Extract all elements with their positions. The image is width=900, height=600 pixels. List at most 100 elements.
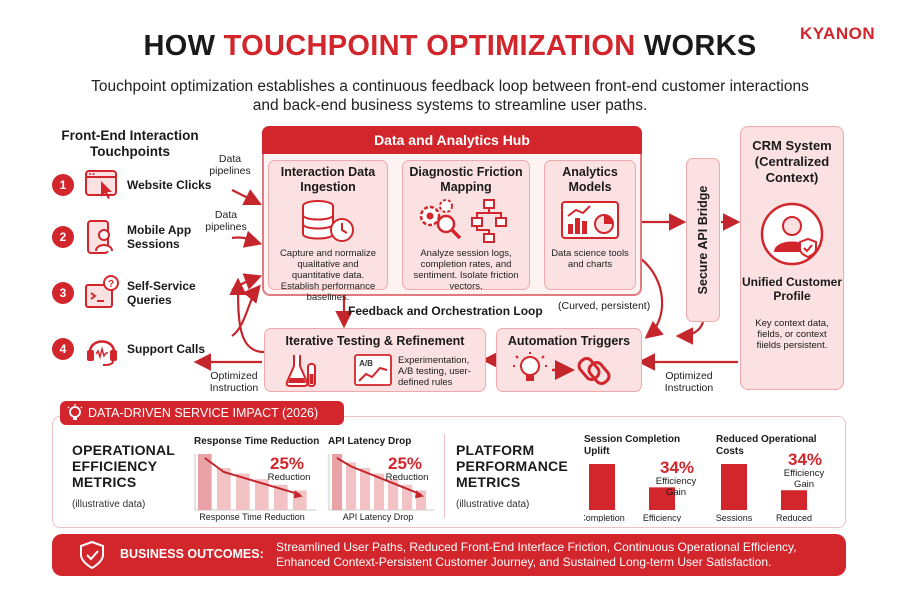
analytics-hub-title: Data and Analytics Hub [262, 126, 642, 154]
section-divider [444, 434, 445, 518]
arrow-website-to-hub [231, 189, 262, 205]
intro-text: Touchpoint optimization establishes a co… [91, 78, 809, 114]
headset-icon [87, 340, 117, 366]
impact-heading: DATA-DRIVEN SERVICE IMPACT (2026) [60, 401, 344, 425]
chart-bar [589, 464, 615, 510]
touchpoint-support-calls: 4 Support Calls [52, 328, 232, 370]
touchpoint-label: Support Calls [127, 342, 206, 356]
customer-profile-icon [760, 202, 824, 266]
arrow-models-to-automation [639, 257, 664, 339]
business-outcomes-text: Streamlined User Paths, Reduced Front-En… [276, 540, 797, 569]
arrow-bridge-to-automation [675, 321, 705, 345]
chart-bar [217, 468, 231, 510]
chart-annotation-value: 25% [270, 454, 305, 473]
crm-description: Key context data, fields, or context fii… [755, 318, 829, 351]
question-terminal-icon: ? [85, 275, 119, 308]
card-friction-mapping [402, 160, 530, 290]
automation-title: Automation Triggers [507, 334, 631, 348]
chart-bar [360, 468, 371, 510]
arrow-queries-to-hub [231, 273, 263, 291]
shield-check-icon [80, 540, 104, 570]
card-data-ingestion [268, 160, 388, 290]
touchpoint-website-clicks: 1 Website Clicks [52, 164, 232, 206]
title-part-3: WORKS [635, 30, 757, 62]
chart-annotation-value: 34% [788, 450, 823, 469]
platform-metrics-title: PLATFORM PERFORMANCE METRICS [456, 442, 568, 490]
bulb-link-icon [513, 352, 611, 385]
touchpoint-number: 1 [52, 174, 74, 196]
chart-bar [332, 454, 343, 510]
touchpoint-number: 4 [52, 338, 74, 360]
chart-category-label: Efficiency [643, 513, 682, 522]
chart-annotation-label: Efficiency Gain [655, 476, 697, 498]
kyanon-logo: KYANON [800, 24, 876, 43]
crm-subtitle: Unified Customer Profile [741, 275, 842, 303]
dashboard-icon [561, 201, 619, 239]
svg-text:?: ? [108, 279, 114, 290]
card-desc: Data science tools and charts [551, 248, 629, 270]
chart-bar [374, 473, 385, 510]
chart-title: Reduced Operational Costs [716, 434, 817, 457]
chart-bar [649, 487, 675, 510]
chart-bar [416, 490, 427, 510]
optimized-instruction-right: Optimized Instruction [664, 370, 714, 394]
chart-bar [346, 462, 357, 510]
feedback-loop-label: Feedback and Orchestration Loop [348, 304, 543, 318]
testing-title: Iterative Testing & Refinement [285, 334, 465, 348]
card-title: Analytics Models [562, 165, 618, 194]
chart-caption: API Latency Drop [342, 512, 414, 522]
session-completion-chart: CompletionEfficiency [584, 464, 682, 522]
ab-chart-icon: A/B [354, 354, 392, 386]
optimized-instruction-left: Optimized Instruction [209, 370, 259, 394]
chart-bar [781, 490, 807, 510]
pipeline-label-1: Data pipelines [209, 153, 251, 177]
chart-title: API Latency Drop [328, 436, 412, 447]
lightbulb-icon [67, 404, 83, 420]
card-title: Interaction Data Ingestion [280, 165, 376, 194]
chart-annotation-label: Reduction [267, 472, 311, 483]
touchpoint-label: Website Clicks [127, 178, 212, 192]
browser-cursor-icon [85, 170, 117, 199]
chart-bar [274, 484, 288, 510]
database-clock-icon [302, 200, 354, 242]
touchpoint-label: Self-Service Queries [127, 279, 196, 307]
chart-annotation-value: 25% [388, 454, 423, 473]
pipeline-label-2: Data pipelines [205, 209, 247, 233]
page-title: HOW TOUCHPOINT OPTIMIZATION WORKS [0, 30, 900, 63]
chart-trend-line [204, 457, 301, 496]
arrow-loop-to-hub [229, 277, 265, 354]
crm-title: CRM System (Centralized Context) [752, 138, 832, 185]
operational-metrics-sub: (illustrative data) [72, 499, 146, 510]
chart-annotation-label: Reduction [385, 472, 429, 483]
chart-trend-line [336, 457, 422, 496]
business-outcomes-label: BUSINESS OUTCOMES: [120, 547, 264, 561]
touchpoint-number: 2 [52, 226, 74, 248]
touchpoint-self-service: 3 ? Self-Service Queries [52, 272, 232, 314]
card-desc: Analyze session logs, completion rates, … [413, 248, 519, 292]
touchpoint-mobile-app: 2 Mobile App Sessions [52, 216, 232, 258]
gears-flowchart-icon [419, 199, 507, 243]
ab-test-label: A/B [359, 359, 373, 368]
title-part-1: HOW [143, 30, 224, 62]
testing-desc: Experimentation, A/B testing, user-defin… [398, 355, 471, 388]
chart-bar [388, 479, 399, 510]
impact-section [52, 416, 846, 528]
feedback-loop-note: (Curved, persistent) [558, 300, 651, 312]
response-time-chart [194, 454, 316, 511]
chart-caption: Response Time Reduction [199, 512, 305, 522]
chart-trend-arrow [293, 490, 303, 499]
mobile-user-icon [87, 220, 113, 254]
secure-api-bridge [686, 158, 720, 322]
chart-annotation-value: 34% [660, 458, 695, 477]
platform-metrics-sub: (illustrative data) [456, 499, 530, 510]
operational-metrics-title: OPERATIONAL EFFICIENCY METRICS [72, 442, 175, 490]
chart-annotation-label: Efficiency Gain [783, 468, 825, 490]
arrow-app-to-hub [231, 230, 263, 248]
chart-category-label: Reduced [776, 513, 812, 522]
lab-flask-icon [285, 355, 316, 387]
operational-costs-chart: Sessions Reduced [716, 464, 812, 522]
chart-category-label: Sessions [716, 513, 753, 522]
touchpoints-title: Front-End Interaction Touchpoints [61, 128, 199, 159]
chart-bar [198, 454, 212, 510]
touchpoint-number: 3 [52, 282, 74, 304]
